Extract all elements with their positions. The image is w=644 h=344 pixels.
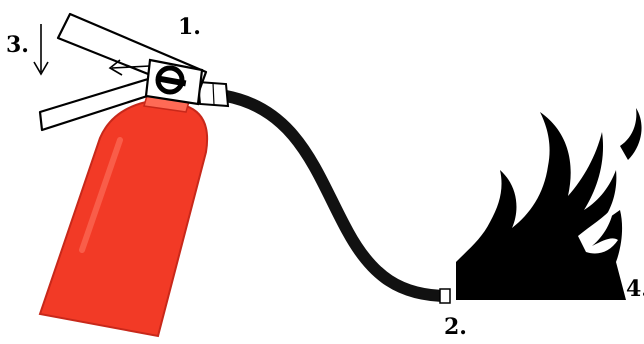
step-label-pin: 1. (178, 14, 201, 40)
hose-fitting (198, 82, 228, 106)
arrow-down-icon (34, 24, 48, 74)
fire-icon (456, 108, 642, 300)
hose (226, 96, 448, 296)
nozzle (440, 289, 450, 303)
step-label-handle: 3. (6, 32, 29, 58)
extinguisher-cylinder (40, 102, 207, 336)
step-label-nozzle: 2. (444, 314, 467, 340)
step-label-fire: 4. (626, 276, 644, 302)
